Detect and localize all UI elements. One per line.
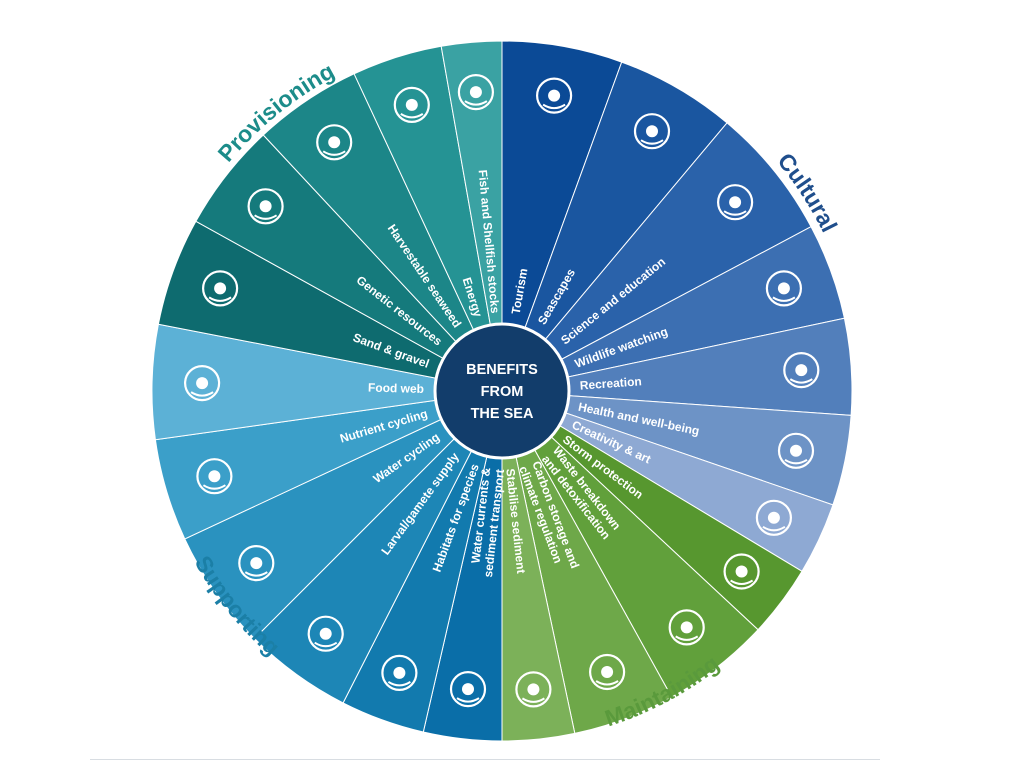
- scotland-map-icon: [449, 670, 487, 708]
- segment-label-line: Food web: [368, 381, 424, 396]
- fish-icon: [184, 365, 221, 402]
- center-line-2: FROM: [481, 384, 524, 400]
- segment-label-16: Food web: [368, 381, 424, 396]
- segments-layer: [151, 40, 853, 742]
- recycle-icon: [668, 609, 705, 646]
- ship-icon: [535, 77, 573, 114]
- books-icon: [716, 184, 754, 221]
- iceberg-icon: [633, 113, 671, 150]
- center-line-3: THE SEA: [471, 406, 534, 422]
- heart-pulse-icon: [777, 432, 815, 469]
- center-circle: [433, 322, 571, 460]
- palette-icon: [755, 499, 793, 536]
- cnp-cycle-icon: [196, 458, 233, 495]
- energy-icon: [393, 86, 430, 124]
- wave-icon: [723, 553, 760, 590]
- shell-fish-icon: [457, 73, 494, 111]
- kayak-icon: [783, 352, 820, 389]
- tap-icon: [238, 544, 275, 582]
- bottom-divider: [90, 759, 880, 760]
- center-hub: BENEFITS FROM THE SEA: [433, 322, 571, 460]
- larvae-icon: [307, 615, 344, 652]
- roots-icon: [515, 671, 552, 708]
- segment-label-line: Recreation: [579, 374, 642, 392]
- globe-thermometer-icon: [588, 653, 626, 691]
- segment-21: [440, 40, 503, 392]
- dna-icon: [247, 188, 284, 225]
- seabed-habitat-icon: [381, 654, 418, 692]
- segment-label-4: Recreation: [579, 374, 642, 392]
- segment-2: [501, 122, 812, 392]
- dolphin-icon: [765, 270, 803, 307]
- center-line-1: BENEFITS: [466, 362, 538, 378]
- seaweed-icon: [316, 124, 353, 161]
- sandcastle-icon: [202, 270, 239, 307]
- icons-layer: [184, 73, 820, 708]
